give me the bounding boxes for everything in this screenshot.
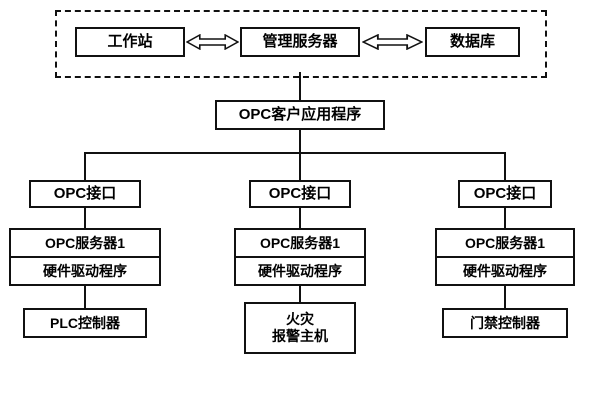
connector-line [504, 152, 506, 180]
opc-interface-box-middle: OPC接口 [249, 180, 351, 208]
device-box-access-controller: 门禁控制器 [442, 308, 568, 338]
opc-client-app-label: OPC客户应用程序 [238, 106, 362, 123]
device-box-plc-controller: PLC控制器 [23, 308, 147, 338]
connector-line [299, 130, 301, 180]
opc-interface-label: OPC接口 [53, 185, 117, 202]
connector-line [504, 284, 506, 308]
opc-server-label: OPC服务器1 [464, 235, 546, 251]
hardware-driver-label: 硬件驱动程序 [236, 256, 364, 284]
connector-line [504, 208, 506, 228]
database-box: 数据库 [425, 27, 520, 57]
hardware-driver-label: 硬件驱动程序 [437, 256, 573, 284]
management-server-box: 管理服务器 [240, 27, 360, 57]
connector-line [299, 72, 301, 100]
opc-interface-label: OPC接口 [473, 185, 537, 202]
connector-line [84, 152, 506, 154]
opc-server-driver-box-left: OPC服务器1 硬件驱动程序 [9, 228, 161, 286]
double-arrow-icon [362, 34, 423, 50]
hardware-driver-label: 硬件驱动程序 [11, 256, 159, 284]
workstation-label: 工作站 [107, 33, 153, 50]
opc-server-driver-box-middle: OPC服务器1 硬件驱动程序 [234, 228, 366, 286]
opc-interface-box-left: OPC接口 [29, 180, 141, 208]
connector-line [299, 284, 301, 302]
database-label: 数据库 [449, 33, 495, 50]
opc-server-label: OPC服务器1 [259, 235, 341, 251]
opc-server-label: OPC服务器1 [44, 235, 126, 251]
connector-line [84, 152, 86, 180]
opc-interface-label: OPC接口 [268, 185, 332, 202]
double-arrow-icon [186, 34, 239, 50]
connector-line [84, 208, 86, 228]
management-server-label: 管理服务器 [262, 33, 338, 50]
opc-client-app-box: OPC客户应用程序 [215, 100, 385, 130]
connector-line [84, 284, 86, 308]
connector-line [299, 208, 301, 228]
opc-server-driver-box-right: OPC服务器1 硬件驱动程序 [435, 228, 575, 286]
opc-interface-box-right: OPC接口 [458, 180, 552, 208]
top-group-dashed-border [55, 10, 547, 78]
device-box-fire-alarm-host: 火灾 报警主机 [244, 302, 356, 354]
workstation-box: 工作站 [75, 27, 185, 57]
